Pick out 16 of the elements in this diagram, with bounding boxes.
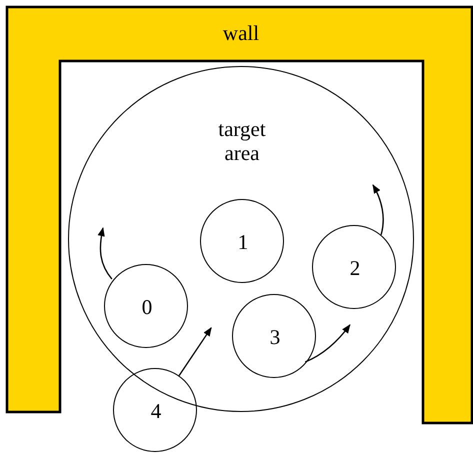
robot-circle [232, 294, 316, 378]
arrow [304, 324, 350, 363]
arrow [178, 327, 212, 376]
wall-label: wall [222, 21, 260, 45]
arrow [98, 227, 112, 280]
circle-number: 0 [140, 295, 154, 319]
circle-number: 4 [150, 399, 162, 423]
circle-number: 2 [348, 256, 362, 280]
robot-circle [113, 368, 197, 452]
arrow [372, 184, 384, 235]
robot-circle [104, 264, 188, 348]
robot-circle [312, 225, 396, 309]
circle-number: 3 [268, 325, 282, 349]
area-label: target area [217, 117, 267, 165]
robot-circle [200, 199, 284, 283]
circle-number: 1 [236, 230, 250, 254]
